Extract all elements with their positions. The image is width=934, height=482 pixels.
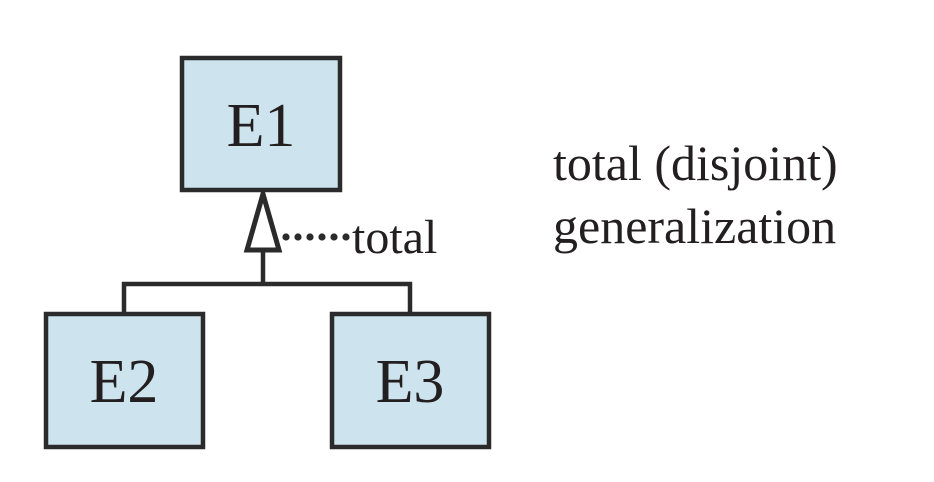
entity-e1-rect: [179, 55, 343, 193]
caption-line-1: total (disjoint): [553, 135, 838, 191]
diagram-caption: total (disjoint) generalization: [553, 135, 838, 254]
entity-e1-label: E1: [227, 92, 296, 160]
entity-box-e2[interactable]: E2: [43, 311, 206, 450]
entity-e2-label: E2: [90, 348, 159, 416]
entity-e2-rect: [43, 311, 206, 450]
entity-e3-rect: [329, 311, 492, 450]
entity-e3-label: E3: [376, 348, 445, 416]
generalization-triangle-icon: [243, 184, 283, 253]
generalization-connectors: [121, 247, 413, 315]
total-constraint-label: total: [352, 211, 437, 264]
entity-box-e1[interactable]: E1: [179, 55, 343, 193]
total-constraint-dotted-line: [282, 233, 350, 241]
entity-box-e3[interactable]: E3: [329, 311, 492, 450]
caption-line-2: generalization: [553, 198, 836, 254]
